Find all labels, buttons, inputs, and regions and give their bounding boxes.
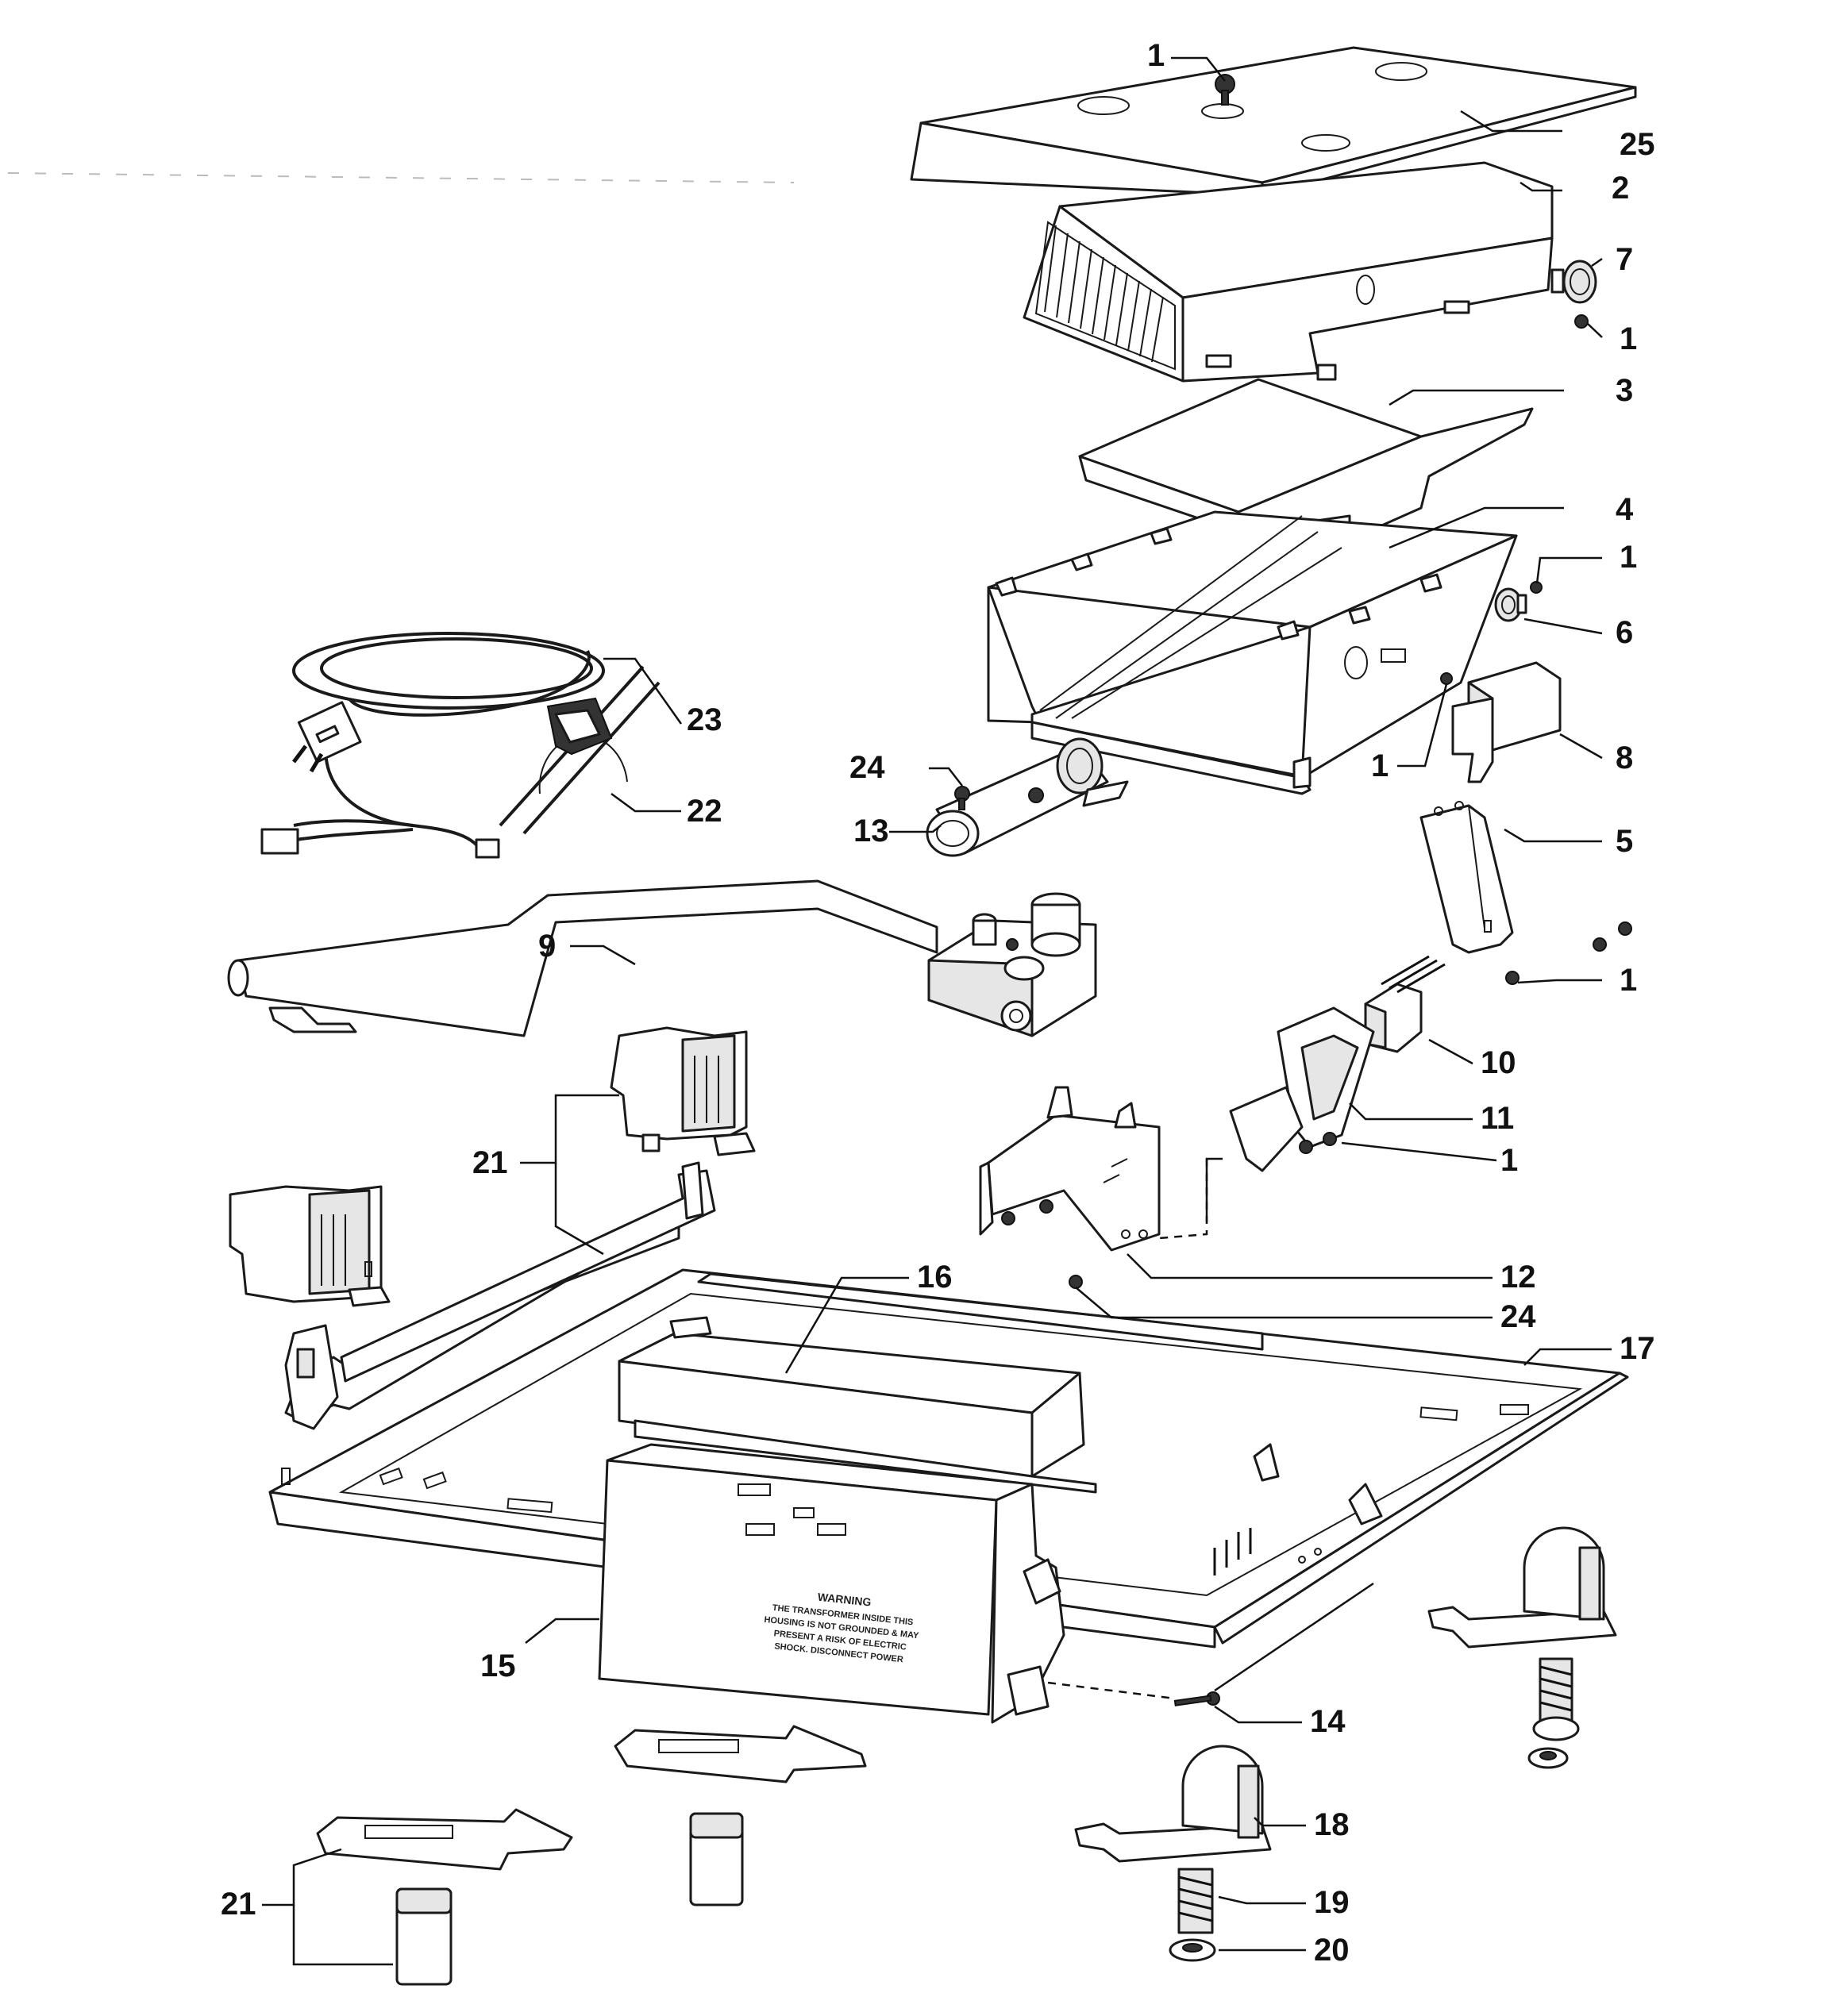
callout-3: 3 <box>1616 373 1633 408</box>
screw-14 <box>1173 1691 1220 1706</box>
callout-7: 7 <box>1616 242 1633 277</box>
part-13-burner-tube <box>926 737 1129 857</box>
scan-artifact-line <box>7 172 795 183</box>
part-9-gas-valve-manifold <box>227 879 1097 1037</box>
callout-17: 17 <box>1620 1331 1655 1366</box>
part-10-igniter <box>1364 955 1446 1053</box>
part-20-leveler-nut-right <box>1527 1747 1569 1769</box>
grille-slats <box>1044 225 1164 363</box>
callout-12: 12 <box>1500 1260 1536 1295</box>
part-4-burner-box <box>987 510 1518 795</box>
part-22-connector <box>499 665 661 835</box>
callout-21: 21 <box>472 1145 508 1180</box>
callout-11: 11 <box>1481 1101 1514 1136</box>
part-21-rail <box>284 1161 716 1430</box>
screw-24-left <box>954 786 1044 810</box>
callout-15: 15 <box>480 1649 516 1683</box>
callout-1: 1 <box>1500 1143 1518 1178</box>
screw-1-top <box>1215 74 1235 106</box>
part-2-grille-housing <box>1023 161 1554 383</box>
callout-4: 4 <box>1616 492 1634 527</box>
part-3-deflector <box>1078 378 1534 541</box>
callout-24: 24 <box>849 750 885 785</box>
callout-1: 1 <box>1620 963 1637 998</box>
part-16-chamber <box>618 1316 1097 1494</box>
callout-23: 23 <box>687 702 722 737</box>
callout-24: 24 <box>1500 1299 1536 1334</box>
callout-6: 6 <box>1616 615 1633 650</box>
part-6-limit-switch <box>1494 587 1527 622</box>
callout-9: 9 <box>538 929 556 964</box>
part-11-igniter-bracket <box>1229 1006 1375 1172</box>
callout-10: 10 <box>1481 1045 1516 1080</box>
foot-pad-center <box>614 1725 867 1783</box>
callout-1: 1 <box>1147 38 1165 73</box>
part-5-bracket <box>1419 801 1514 954</box>
part-21-upper-bracket-b <box>229 1185 391 1307</box>
burner-box-tabs <box>995 527 1442 641</box>
callout-25: 25 <box>1620 127 1655 162</box>
part-19-leveler-screw-right <box>1532 1657 1580 1741</box>
leader-lines <box>262 56 1612 1966</box>
foot-block-left <box>395 1887 453 1986</box>
part-7-thermostat <box>1550 260 1597 304</box>
callout-1: 1 <box>1620 321 1637 356</box>
callout-5: 5 <box>1616 824 1633 859</box>
part-18-leveler-bracket-right <box>1427 1526 1617 1649</box>
screw-1-right-a <box>1574 314 1589 329</box>
part-19-leveler-screw <box>1177 1868 1214 1934</box>
part-18-leveler-bracket <box>1074 1745 1272 1863</box>
foot-pad-left <box>316 1808 573 1871</box>
callout-1: 1 <box>1371 748 1389 783</box>
part-23-power-cord <box>260 632 605 859</box>
callout-22: 22 <box>687 794 722 829</box>
part-21-upper-bracket-a <box>610 1026 756 1156</box>
callout-16: 16 <box>917 1260 953 1295</box>
callout-18: 18 <box>1314 1807 1350 1842</box>
screws-1-right-d <box>1505 921 1632 985</box>
screw-1-right-c <box>1440 672 1453 685</box>
part-12-mounting-bracket <box>979 1086 1161 1289</box>
callout-labels: 1 25 2 7 1 3 4 1 6 23 22 1 8 24 13 5 9 1… <box>221 38 1655 1968</box>
part-25-top-cover <box>910 46 1637 197</box>
callout-1: 1 <box>1620 540 1637 575</box>
callout-14: 14 <box>1310 1704 1346 1739</box>
part-20-leveler-nut <box>1169 1938 1216 1962</box>
warning-label-heading: WARNING <box>817 1591 872 1609</box>
foot-block-center <box>689 1812 744 1906</box>
part-15-transformer-housing: WARNING THE TRANSFORMER INSIDE THIS HOUS… <box>598 1443 1065 1724</box>
callout-13: 13 <box>853 814 889 848</box>
callout-8: 8 <box>1616 741 1633 775</box>
screw-1-right-b <box>1530 581 1543 594</box>
callout-21: 21 <box>221 1887 256 1922</box>
callout-19: 19 <box>1314 1885 1350 1920</box>
callout-20: 20 <box>1314 1933 1350 1968</box>
frame-terminal-strip <box>1213 1528 1252 1575</box>
callout-2: 2 <box>1612 171 1629 206</box>
part-8-control-module <box>1451 661 1562 783</box>
